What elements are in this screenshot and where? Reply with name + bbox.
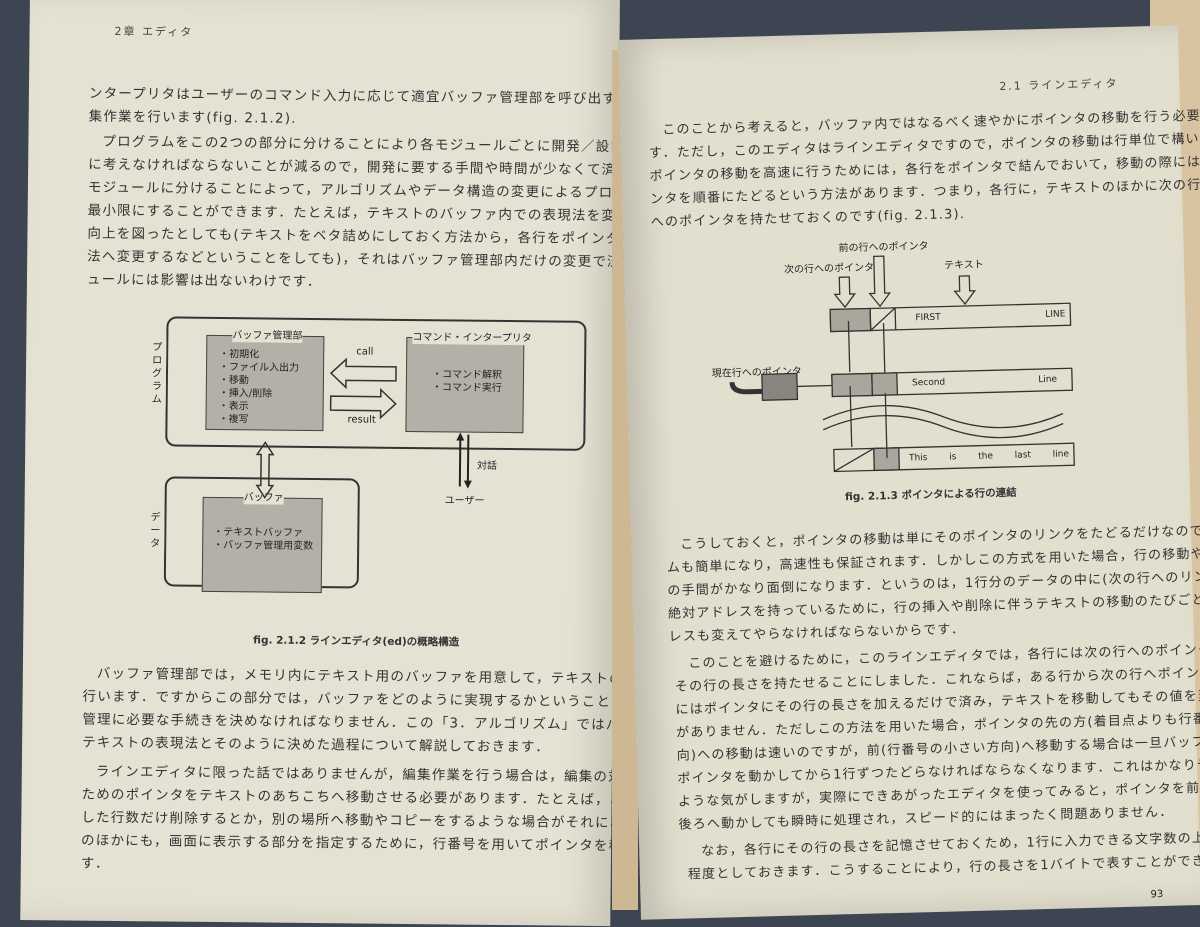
right-page: 2.1 ラインエディタ このことから考えると，バッファ内ではなるべく速やかにポイ… (618, 25, 1200, 920)
result-label: result (347, 414, 376, 426)
page-number: 93 (1150, 889, 1164, 901)
dialog-label: 対話 (476, 460, 498, 472)
call-label: call (356, 346, 374, 358)
row-word: line (1052, 449, 1070, 460)
row-word: the (978, 451, 994, 462)
left-page: 2章 エディタ ンタープリタはユーザーのコマンド入力に応じて適宜バッファ管理部を… (20, 0, 724, 927)
buffer-link-arrow (255, 441, 275, 499)
figure-caption: fig. 2.1.2 ラインエディタ(ed)の概略構造 (253, 634, 460, 649)
row-word: is (949, 452, 957, 463)
row-word: LINE (1045, 309, 1066, 320)
row-word: last (1014, 450, 1032, 461)
row-word: Second (911, 377, 946, 389)
paragraph-2: こうしておくと，ポインタの移動は単にそのポインタのリンクをたどるだけなので，プロ… (666, 518, 1200, 649)
row-word: This (908, 453, 928, 464)
paragraph-3: このことを避けるために，このラインエディタでは，各行には次の行へのポインタではな… (674, 637, 1200, 837)
result-arrow (329, 387, 397, 420)
figure-2-1-3: 前の行へのポインタ 次の行へのポインタ テキスト 現在行へのポインタ FIRST… (618, 25, 1178, 503)
linked-list-diagram (729, 255, 1075, 473)
row-word: Line (1038, 374, 1058, 386)
figure-arrows (255, 357, 472, 499)
call-arrow (329, 357, 397, 390)
row-word: FIRST (915, 312, 941, 324)
user-label: ユーザー (444, 495, 485, 507)
